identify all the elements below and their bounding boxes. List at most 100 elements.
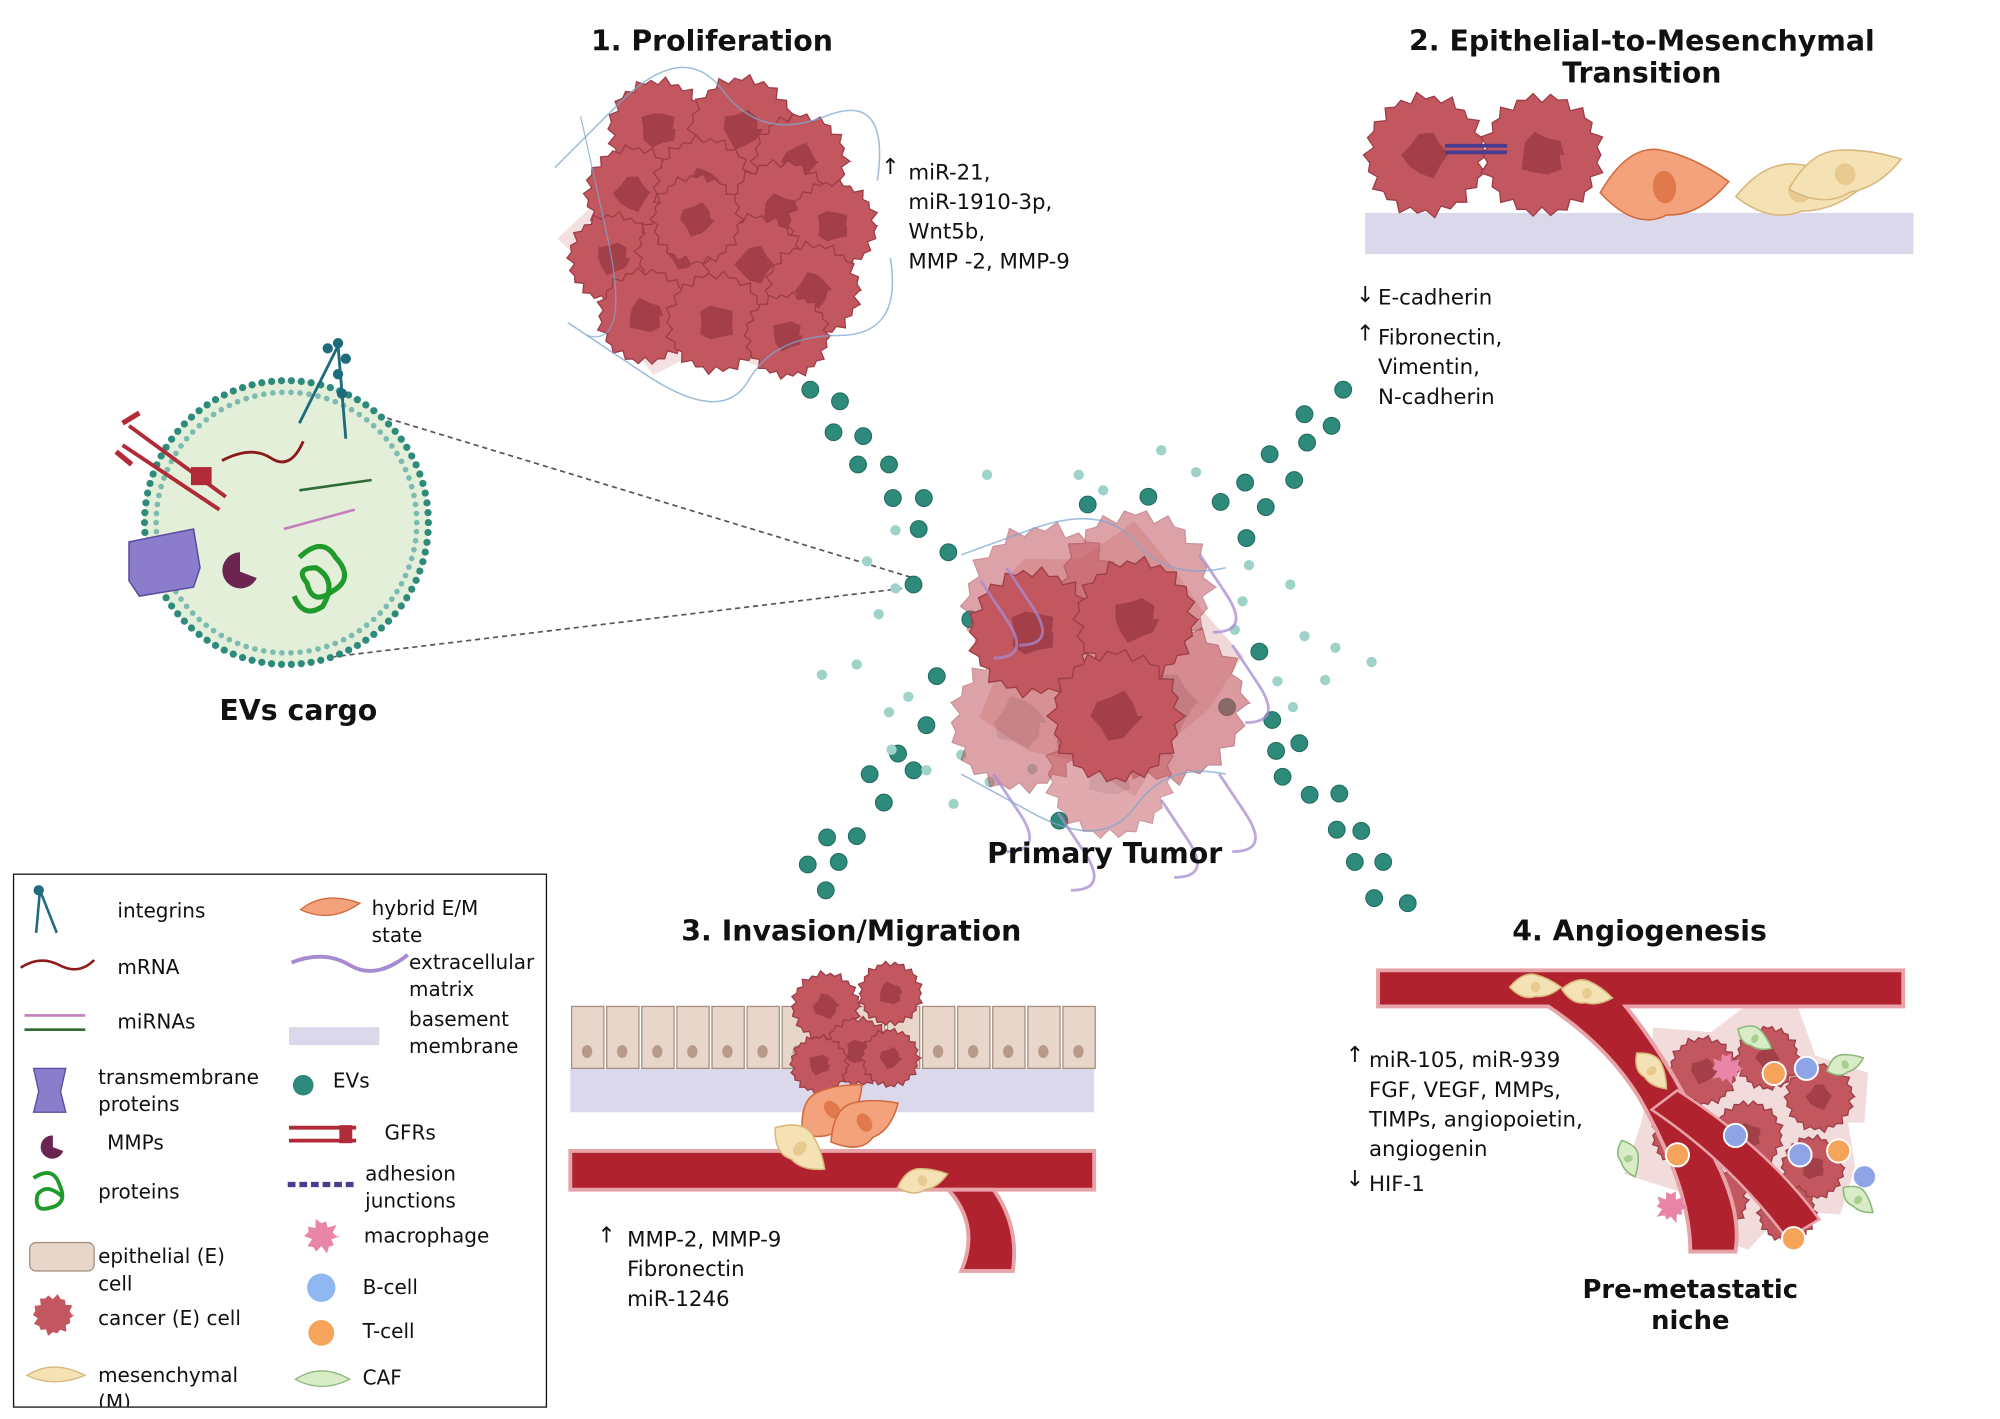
legend-label: macrophage [363, 1224, 490, 1248]
ev-particle [829, 853, 848, 871]
blood-vessel [1376, 968, 1906, 1254]
transmembrane-protein-icon [128, 528, 201, 597]
marker-text: N-cadherin [1378, 384, 1495, 410]
ecm-fiber [961, 518, 1226, 572]
ecm-fiber [979, 579, 1019, 660]
ev-particle [1290, 734, 1309, 753]
marker-text: E-cadherin [1378, 285, 1493, 310]
ev-particle [847, 827, 866, 846]
immune-cell [1722, 1122, 1749, 1149]
ev-particle [851, 659, 862, 670]
mesenchymal-cell [1635, 1052, 1668, 1090]
ev-particle [1299, 630, 1310, 642]
mesenchymal-cell [1508, 973, 1563, 999]
mirna-icon [24, 1014, 86, 1031]
emt-title-line2: Transition [1562, 58, 1722, 91]
ev-particle [917, 716, 936, 735]
ecm-fiber [1198, 554, 1238, 634]
ecm-fiber [992, 773, 1031, 854]
ev-particle [939, 543, 958, 562]
epithelial-cell [992, 1005, 1026, 1070]
ev-particle [801, 380, 820, 399]
ev-particle [886, 744, 897, 755]
ev-particle [909, 520, 928, 538]
ev-particle [1374, 853, 1393, 871]
ecm-fiber [960, 770, 1226, 832]
ev-particle [1156, 445, 1167, 456]
ev-particle [1327, 820, 1346, 839]
legend-icons [19, 885, 409, 1388]
emt-up-markers: Fibronectin, Vimentin, N-cadherin [1378, 323, 1502, 412]
cancer-cell [1072, 555, 1200, 683]
ev-particle [818, 828, 836, 847]
macrophage-icon [303, 1218, 341, 1254]
mirna-icon [299, 478, 372, 492]
mesenchymal-cell [896, 1167, 949, 1194]
marker-text: TIMPs, angiopoietin, [1369, 1107, 1583, 1132]
angiogenesis-down-markers: HIF-1 [1369, 1169, 1425, 1199]
immune-cell [1793, 1055, 1820, 1081]
epithelial-cell [957, 1005, 991, 1070]
ev-particle [1260, 445, 1279, 464]
cancer-cell [664, 270, 768, 376]
ev-particle [1211, 493, 1230, 511]
marker-text: miR-21, [908, 159, 991, 185]
cancer-cell [1666, 1034, 1741, 1107]
hybrid-cell [1599, 148, 1730, 221]
legend-label: B-cell [362, 1276, 418, 1300]
emt-title-line1: 2. Epithelial-to-Mesenchymal [1409, 25, 1875, 59]
ev-particle [861, 556, 873, 567]
mesenchymal-cell-icon [25, 1366, 87, 1383]
protein-icon [291, 543, 348, 614]
ev-particle [831, 392, 849, 411]
caf-cell [1617, 1139, 1639, 1178]
basement-membrane-icon [289, 1027, 380, 1046]
ev-particle [1345, 853, 1364, 871]
ev-particle [1073, 469, 1084, 480]
ecm-fiber [1231, 644, 1270, 724]
mirna-icon [283, 508, 356, 531]
hybrid-cell [801, 1083, 863, 1138]
ev-particle [798, 855, 817, 874]
epithelial-cell [746, 1005, 780, 1070]
ev-particle [1330, 784, 1349, 803]
marker-text: HIF-1 [1369, 1171, 1425, 1197]
macrophage [1712, 1053, 1744, 1086]
legend-label: cancer (E) cell [98, 1307, 241, 1331]
cancer-cell [596, 266, 694, 366]
ev-particle [880, 455, 898, 474]
cargo-zoom-lines [322, 409, 914, 659]
ev-particle [860, 765, 879, 784]
immune-cell [1780, 1226, 1807, 1252]
ev-particle [1243, 559, 1255, 571]
transmembrane-protein-icon [32, 1067, 67, 1113]
mrna-icon [221, 440, 305, 464]
legend-label: GFRs [384, 1121, 436, 1145]
emt-illustration [1362, 91, 1914, 255]
ev-particle [1250, 642, 1269, 661]
mesenchymal-cell [1560, 979, 1614, 1005]
ev-particle [981, 469, 993, 480]
ev-particle [1139, 487, 1158, 506]
marker-text: FGF, VEGF, MMPs, [1369, 1077, 1561, 1102]
integrin-icon [34, 889, 58, 934]
ev-particle [1365, 889, 1384, 907]
ecm-fiber [1056, 812, 1096, 892]
ev-particle [1285, 579, 1296, 590]
ev-particle [874, 793, 893, 812]
mesenchymal-cell [774, 1124, 826, 1171]
ev-particle [1398, 894, 1417, 913]
marker-text: Vimentin, [1378, 354, 1480, 380]
caf-icon [294, 1370, 352, 1388]
ev-particle [1236, 473, 1255, 492]
legend-label: epithelial (E)cell [98, 1245, 225, 1296]
ev-particle [873, 609, 884, 620]
immune-cell [1761, 1060, 1787, 1087]
blood-vessel-branch [1649, 1088, 1822, 1241]
ecm-fiber [567, 257, 894, 403]
marker-text: MMP -2, MMP-9 [908, 249, 1070, 274]
